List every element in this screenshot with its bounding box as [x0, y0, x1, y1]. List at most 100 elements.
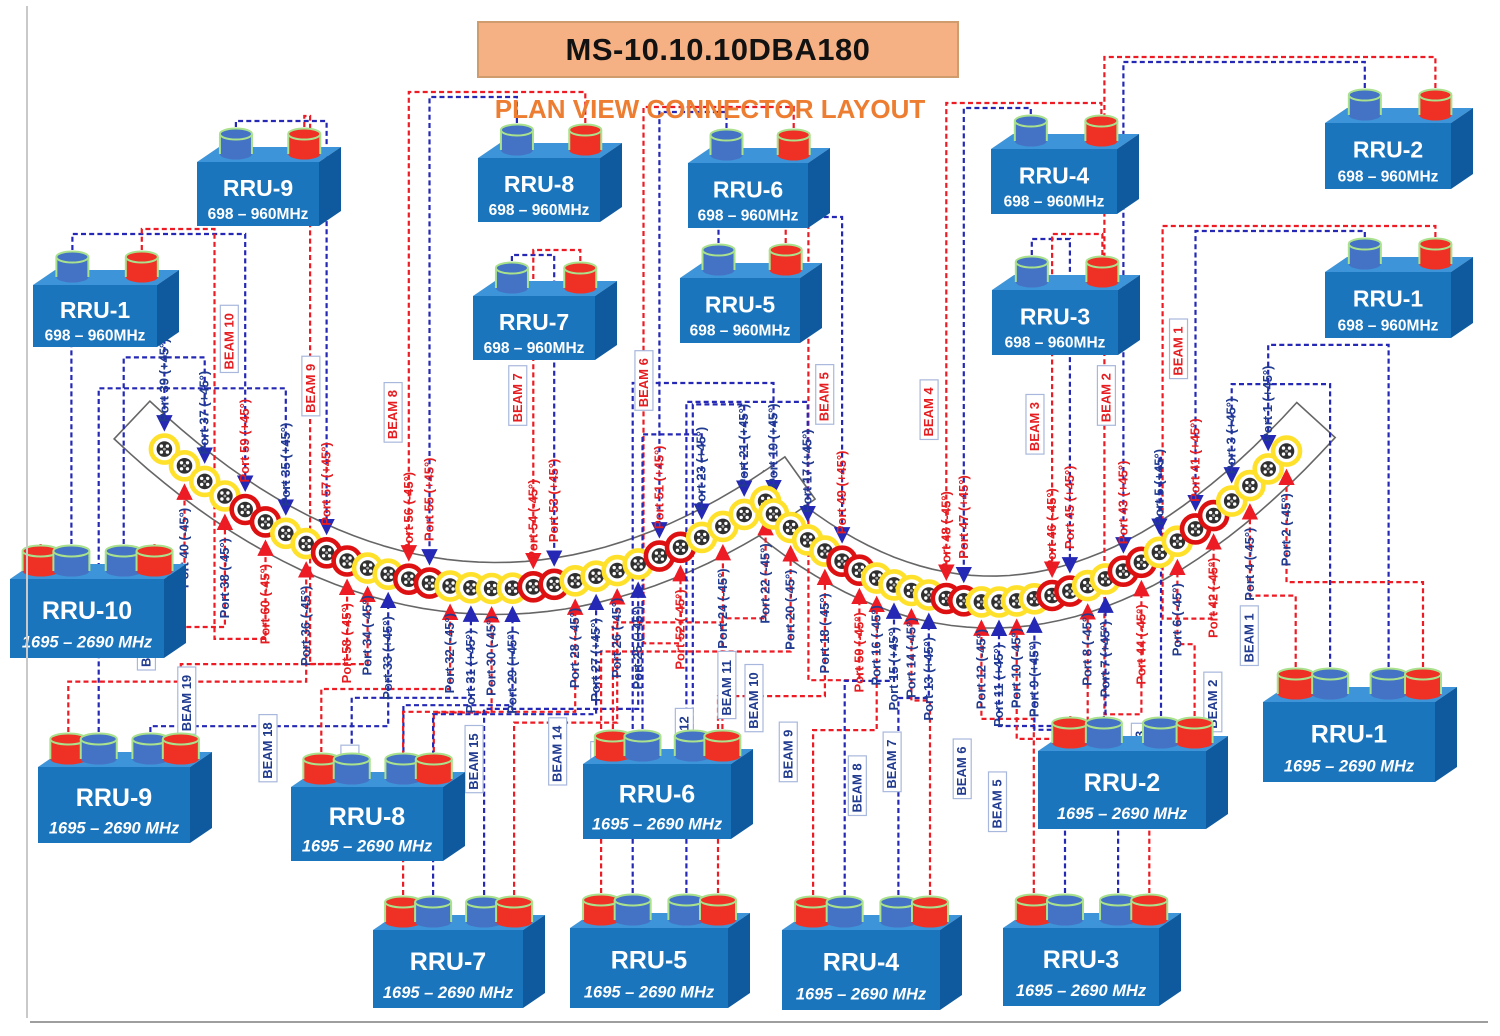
beam-label-right-BEAM-3-698: BEAM 3	[1025, 393, 1045, 455]
port-label-42: Port 42 (-45°)	[1206, 558, 1221, 638]
connector-glyph-dot	[1047, 590, 1051, 595]
rru-port-cylinder-24	[593, 729, 632, 762]
connector-glyph-center	[772, 512, 775, 516]
port-label-26: Port 26 (-45°)	[609, 598, 624, 678]
rru-port-cylinder-13	[879, 895, 918, 928]
connector-glyph-dot	[342, 556, 346, 560]
connector-glyph-center	[407, 577, 411, 581]
connector-glyph-dot	[246, 510, 250, 515]
rru-side-face	[443, 772, 465, 861]
cyl-top	[1369, 667, 1408, 681]
rru-port-cylinder-18	[698, 893, 737, 926]
connector-glyph-center	[264, 520, 267, 524]
connector-glyph-dot	[774, 515, 779, 519]
wire-port-37	[122, 356, 213, 544]
beam-label-right-BEAM-6-1695: BEAM 6	[952, 738, 972, 800]
port-label-4: Port 4 (-45°)	[1242, 528, 1257, 601]
rru-port-cylinder-20	[582, 893, 621, 926]
connector-glyph-dot	[785, 522, 790, 527]
rru-name: RRU-8	[329, 803, 405, 831]
rru-frequency: 698 – 960MHz	[1005, 335, 1106, 352]
connector-glyph-dot	[1190, 524, 1195, 528]
connector-glyph-dot	[675, 548, 680, 552]
beam-label-box	[634, 350, 654, 411]
connector-glyph-center	[448, 584, 452, 588]
beam-label-box	[301, 355, 321, 417]
rru-front-face	[992, 290, 1118, 355]
port-label-23: Port 23 (+45°)	[694, 427, 709, 511]
connector-glyph-dot	[307, 544, 311, 549]
port-label-2: Port 2 (-45°)	[1279, 493, 1294, 566]
connector-glyph-dot	[889, 586, 893, 590]
connector-glyph-dot	[451, 587, 455, 591]
connector-glyph-center	[428, 581, 431, 585]
connector-glyph-dot	[362, 569, 367, 573]
rru-front-face	[680, 278, 800, 343]
beam-label-text: BEAM 14	[550, 725, 565, 782]
connector-glyph-dot	[528, 588, 532, 592]
rru-port-cylinder-53	[494, 261, 529, 294]
connector-glyph-dot	[410, 580, 414, 584]
rru-port-cylinder-27	[414, 895, 453, 928]
connector-glyph-center	[203, 480, 207, 483]
connector-glyph-dot	[240, 510, 244, 515]
rru-port-cylinder-21	[673, 729, 712, 762]
connector-glyph-dot	[281, 534, 285, 538]
port-label-27: Port 27 (+45°)	[588, 618, 603, 702]
cyl-top	[1046, 893, 1085, 907]
rru-name: RRU-6	[619, 781, 695, 809]
wire-port-42	[1161, 224, 1437, 620]
connector-glyph-center	[1285, 449, 1288, 453]
cyl-top	[825, 895, 864, 909]
wire-port-36	[67, 561, 315, 732]
connector-glyph-dot	[791, 522, 796, 527]
connector-glyph-dot	[703, 532, 707, 537]
connector-glyph-dot	[206, 476, 210, 481]
port-label-54: Port 54 (-45°)	[525, 479, 540, 559]
beam-label-text: BEAM 11	[719, 660, 734, 716]
wire-port-35	[97, 387, 295, 732]
rru-port-cylinder-47	[1013, 114, 1048, 147]
connector-glyph-center	[1033, 597, 1036, 601]
connector-glyph-dot	[1154, 553, 1159, 557]
connector-glyph-center	[183, 464, 186, 468]
beam-label-box	[987, 771, 1008, 833]
connector-glyph-dot	[260, 517, 265, 521]
connector-glyph-dot	[660, 551, 665, 555]
beam-label-left-BEAM-9-698: BEAM 9	[301, 355, 321, 417]
connector-port-36	[290, 527, 323, 560]
beam-label-box	[882, 731, 902, 793]
rru-port-cylinder-10	[1130, 893, 1169, 926]
rru-side-face	[800, 263, 822, 343]
port-label-10: Port 10 (-45°)	[1009, 628, 1024, 708]
rru-front-face	[782, 930, 940, 1010]
connector-glyph-center	[304, 542, 308, 545]
connector-glyph-dot	[1172, 536, 1177, 540]
beam-label-text: BEAM 18	[260, 722, 275, 778]
wire-port-6	[1169, 558, 1196, 716]
rru-side-face	[1435, 687, 1457, 782]
cyl-top	[55, 250, 90, 264]
beam-label-left-BEAM-14-1695: BEAM 14	[548, 717, 568, 786]
beam-label-text: BEAM 4	[921, 387, 936, 437]
connector-glyph-center	[1068, 589, 1072, 593]
connector-glyph-dot	[872, 579, 876, 583]
cyl-top	[1347, 88, 1382, 102]
connector-glyph-dot	[612, 565, 616, 570]
connector-glyph-dot	[1269, 464, 1273, 468]
rru-frequency: 1695 – 2690 MHz	[796, 985, 927, 1003]
port-label-8: Port 8 (-45°)	[1080, 613, 1095, 686]
connector-glyph-dot	[1106, 580, 1111, 584]
connector-glyph-dot	[404, 580, 408, 584]
beam-label-text: BEAM 7	[510, 373, 525, 422]
connector-glyph-center	[1266, 467, 1270, 471]
connector-glyph-dot	[342, 562, 346, 566]
rru-port-cylinder-38	[135, 544, 174, 577]
connector-glyph-center	[823, 549, 827, 553]
connector-glyph-dot	[660, 557, 665, 561]
connector-glyph-dot	[362, 563, 367, 567]
connector-glyph-center	[700, 536, 704, 539]
